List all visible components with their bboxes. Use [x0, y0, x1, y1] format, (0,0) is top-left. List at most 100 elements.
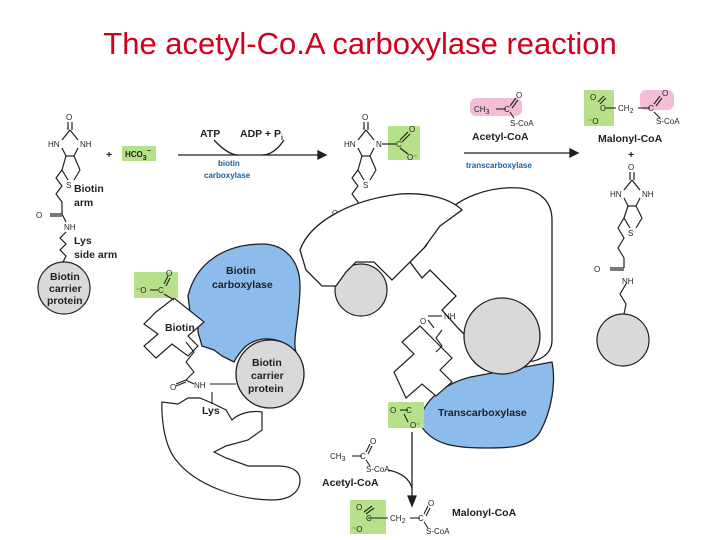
bccp-circle-transcarb	[463, 297, 541, 375]
malonyl-ch2: CH2	[618, 104, 634, 115]
malonyl-bottom-c2: C	[418, 514, 424, 523]
transcarboxylase-enzyme	[419, 361, 555, 449]
atom-o-carbonyl: O	[36, 211, 42, 220]
malonyl-o-right: O	[662, 89, 668, 98]
malonyl-coa-label-bottom: Malonyl-CoA	[452, 507, 517, 519]
atom-c: C	[396, 140, 402, 149]
lys-bound-label: Lys	[202, 405, 220, 417]
biotin-carboxylase-label-2: carboxylase	[212, 279, 273, 291]
carboxyl-left-c: C	[158, 286, 164, 295]
bccp-bound-label-2: carrier	[251, 370, 284, 382]
acetyl-highlight	[470, 98, 522, 116]
malonyl-bottom-highlight	[350, 500, 386, 534]
biotin-arm-label-2: arm	[74, 197, 93, 209]
biotin-carboxylase-enzyme-2: carboxylase	[204, 171, 251, 180]
malonyl-sco: S-CoA	[656, 117, 680, 126]
regenerated-biotin-structure	[610, 172, 643, 315]
acetyl-bottom-ch3: CH3	[330, 452, 346, 463]
biotin-carboxylase-enzyme	[187, 243, 301, 363]
carboxyl-mid-c: C	[406, 406, 412, 415]
acetyl-coa-structure	[496, 97, 519, 119]
atom-n: N	[376, 140, 382, 149]
acetyl-bottom-c: C	[360, 452, 366, 461]
lys-bound-o: O	[170, 383, 176, 392]
atom-nh-amide: NH	[64, 223, 76, 232]
lys-arm-label-1: Lys	[74, 235, 92, 247]
bicarbonate: HCO3−	[125, 148, 151, 162]
bccp-circle-bound	[235, 339, 305, 409]
carboxyl-mid-o: O	[390, 406, 396, 415]
biotin-box-label: Biotin	[165, 322, 195, 334]
scaffold-right	[393, 325, 453, 399]
carboxyl-group-left	[150, 275, 175, 301]
acetyl-o: O	[516, 91, 522, 100]
atom-hn: HN	[48, 140, 60, 149]
atom-nh-amide: NH	[622, 277, 634, 286]
free-biotin-structure	[50, 122, 81, 265]
enzyme-body-left	[161, 397, 301, 501]
carboxyl-left-o: O	[166, 269, 172, 278]
carboxyl-left-minus-o: ⁻O	[136, 286, 146, 295]
lys-arm-label-2: side arm	[74, 249, 117, 261]
malonyl-bottom-structure	[363, 505, 431, 529]
atom-o-minus: O⁻	[407, 153, 417, 162]
carboxyl-highlight-top	[388, 126, 420, 160]
bccp-label-1: Biotin	[50, 271, 80, 283]
acetyl-coa-label-bottom: Acetyl-CoA	[322, 477, 379, 489]
transcarboxylase-enzyme: transcarboxylase	[466, 161, 532, 170]
acetyl-coa-bottom-structure	[352, 443, 373, 467]
malonyl-c-left: C	[600, 104, 606, 113]
bicarbonate-highlight	[122, 146, 156, 161]
malonyl-coa-label-top: Malonyl-CoA	[598, 133, 663, 145]
biotin-carboxylase-label-1: Biotin	[226, 265, 256, 277]
malonyl-o-top: O	[590, 93, 596, 102]
plus-sign-right: +	[628, 149, 634, 161]
bccp-circle-mid	[334, 263, 388, 317]
transcarb-o: O	[420, 317, 426, 326]
malonyl-bottom-minus-o: ⁻O	[352, 525, 362, 534]
carboxyl-mid-o-minus: O⁻	[410, 421, 420, 430]
bccp-bound-label-3: protein	[248, 383, 284, 395]
carboxyl-highlight-left	[134, 272, 178, 298]
atom-nh: NH	[80, 140, 92, 149]
malonyl-o-minus: ⁻O	[588, 117, 598, 126]
down-arrow	[387, 432, 417, 508]
step1-arrow	[178, 139, 328, 161]
transcarb-chain	[427, 315, 443, 353]
malonyl-bottom-ch2: CH2	[390, 514, 406, 525]
biotin-arm-label-1: Biotin	[74, 183, 104, 195]
malonyl-c-right: C	[648, 104, 654, 113]
carboxyl-group-top	[382, 131, 411, 155]
free-biotin-atoms: O HN NH S O NH	[36, 113, 92, 232]
acetyl-sco: S-CoA	[510, 119, 534, 128]
acetyl-c: C	[504, 105, 510, 114]
plus-sign: +	[106, 149, 112, 161]
atom-o: O	[409, 125, 415, 134]
atom-s: S	[363, 181, 368, 190]
bccp-bound-label-1: Biotin	[252, 357, 282, 369]
atom-nh: NH	[642, 190, 654, 199]
scaffold-left	[143, 297, 205, 359]
malonyl-structure-top	[597, 95, 663, 119]
enzyme-body-right	[299, 193, 463, 287]
adp-pi-label: ADP + Pi	[240, 128, 283, 142]
transcarboxylase-label: Transcarboxylase	[438, 407, 527, 419]
step2-arrow	[464, 147, 580, 159]
bccp-label-3: protein	[47, 295, 83, 307]
carboxyl-highlight-mid	[388, 402, 424, 428]
atom-o-carbonyl: O	[594, 265, 600, 274]
bccp-circle-free	[37, 261, 91, 315]
malonyl-bottom-sco: S-CoA	[426, 527, 450, 536]
atom-o: O	[66, 113, 72, 122]
malonyl-bottom-o2: O	[428, 499, 434, 508]
regenerated-biotin-atoms: O HN NH S O NH	[594, 163, 654, 286]
atom-hn: HN	[610, 190, 622, 199]
atom-o: O	[362, 113, 368, 122]
atom-s: S	[66, 181, 71, 190]
slide-title: The acetyl-Co.A carboxylase reaction	[103, 26, 617, 61]
biotin-carboxylase-enzyme-1: biotin	[218, 159, 240, 168]
acetyl-coa-label-top: Acetyl-CoA	[472, 131, 529, 143]
bccp-label-2: carrier	[49, 283, 82, 295]
transcarb-nh: NH	[444, 312, 456, 321]
